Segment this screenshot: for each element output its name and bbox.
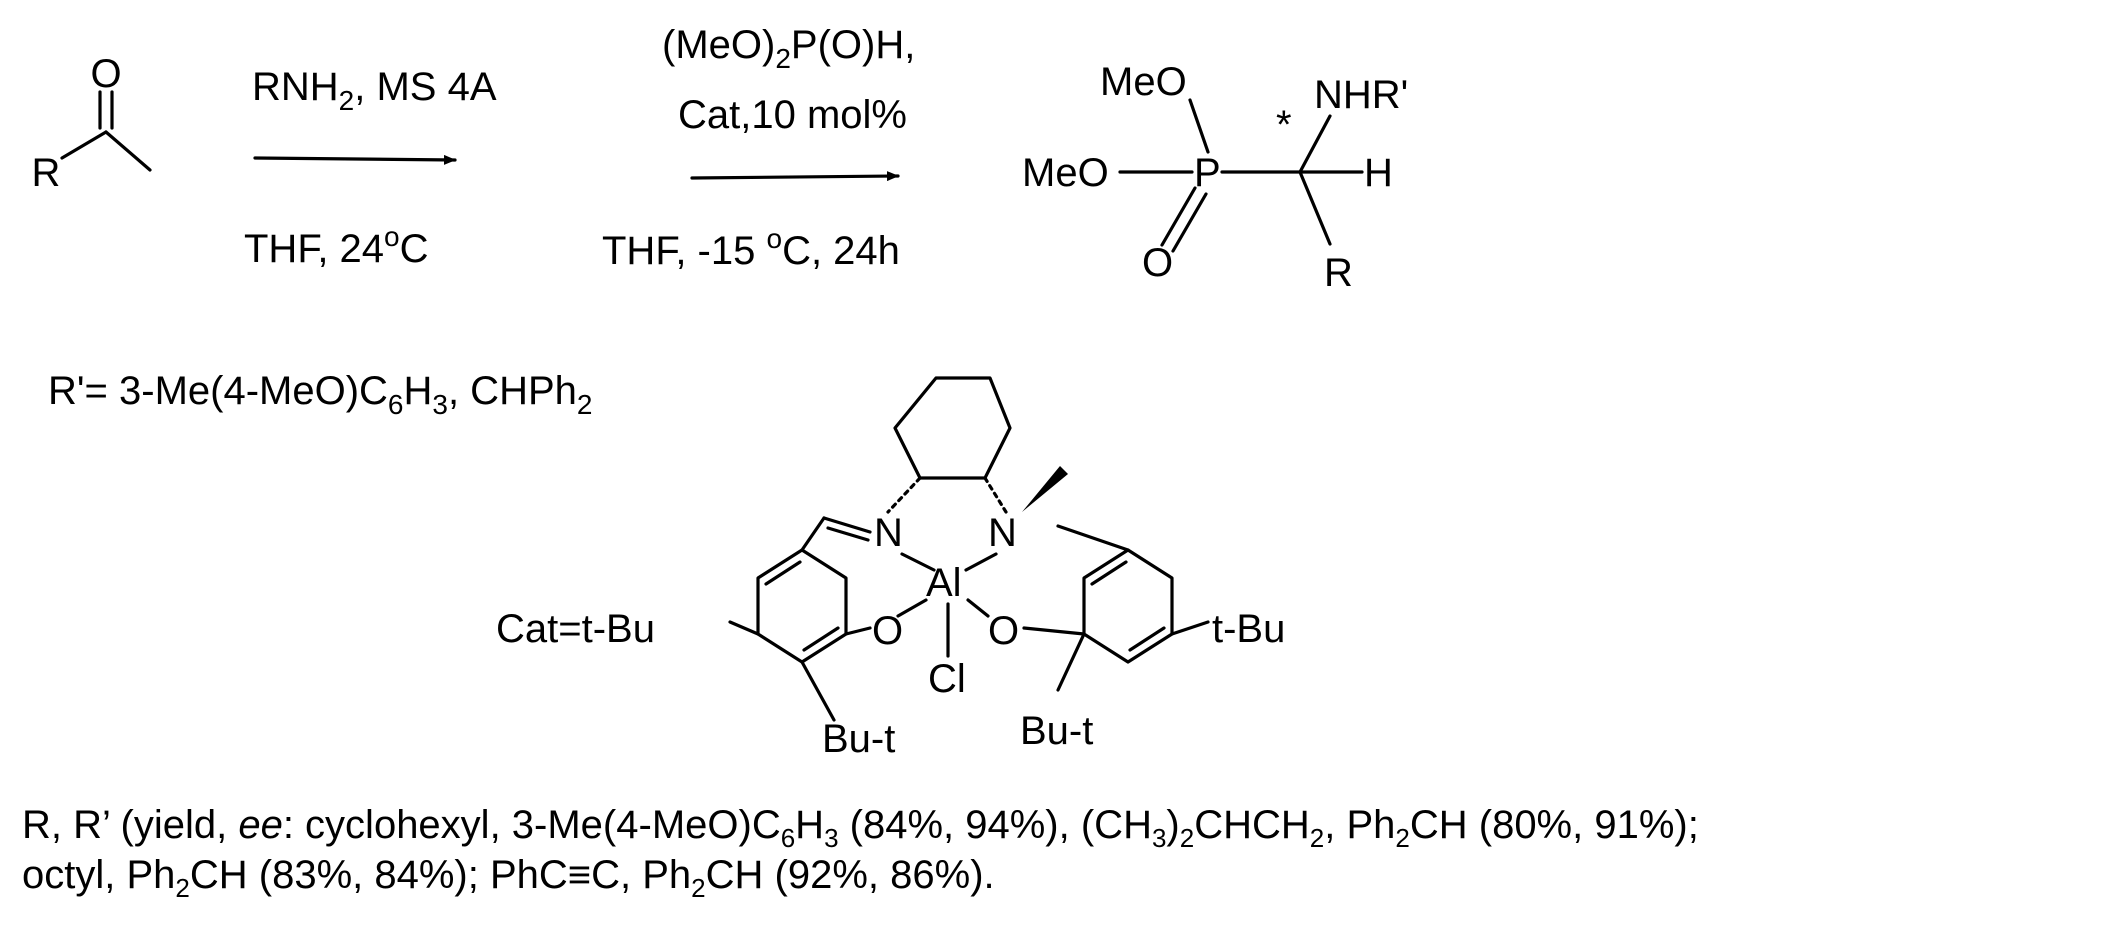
product-hydrogen: H — [1364, 151, 1393, 195]
n-al-bond — [900, 552, 936, 572]
o-al-bond — [966, 598, 990, 618]
imine-double — [826, 526, 870, 542]
step2-reagent-catalyst: Cat,10 mol% — [678, 93, 907, 137]
cyclohexane-ring — [893, 376, 1012, 480]
bond — [800, 516, 826, 552]
bond — [1056, 632, 1086, 692]
product-methoxy-top: MeO — [1100, 60, 1187, 104]
aromatic-double — [1090, 560, 1128, 586]
step1: RNH2, MS 4A THF, 24oC — [244, 65, 497, 271]
double-bond — [1160, 186, 1197, 247]
rprime-definition: R'= 3-Me(4-MeO)C6H3, CHPh2 — [48, 369, 592, 420]
catalyst-but-left: Bu-t — [822, 717, 895, 761]
double-bond — [1171, 192, 1208, 253]
aromatic-double — [764, 560, 802, 586]
catalyst-tbu-right: t-Bu — [1212, 607, 1285, 651]
product-methoxy-left: MeO — [1022, 151, 1109, 195]
stereocenter-star: * — [1276, 103, 1292, 147]
step1-reagents: RNH2, MS 4A — [252, 65, 497, 116]
bond — [1056, 524, 1130, 552]
aromatic-ring-left — [756, 548, 848, 664]
step2-conditions: THF, -15 oC, 24h — [602, 223, 900, 273]
aromatic-double — [802, 626, 840, 652]
bond — [1170, 620, 1210, 636]
product-phosphoryl-oxygen: O — [1142, 241, 1173, 285]
bond — [60, 130, 108, 160]
wedge-methyl — [1022, 466, 1068, 512]
substrate-ketone: O R — [32, 52, 152, 195]
amine-nitrogen: N — [988, 511, 1017, 555]
phenoxide-oxygen-right: O — [988, 609, 1019, 653]
aromatic-double — [1128, 626, 1166, 652]
substrate-r-group: R — [32, 151, 61, 195]
hashed-bond — [886, 476, 922, 514]
step2-arrow — [690, 171, 900, 182]
bond — [1298, 170, 1332, 246]
hashed-bond — [983, 476, 1008, 514]
step1-arrow — [253, 154, 457, 165]
product-amine: NHR' — [1314, 73, 1408, 117]
footnote-line-2: octyl, Ph2CH (83%, 84%); PhC≡C, Ph2CH (9… — [22, 853, 995, 903]
bond — [1022, 626, 1086, 636]
o-al-bond — [896, 598, 928, 618]
catalyst-but-right: Bu-t — [1020, 709, 1093, 753]
product-phosphonate: MeO MeO P O * NHR' H R — [1022, 60, 1408, 295]
bond — [1298, 114, 1332, 174]
chloride: Cl — [928, 657, 966, 701]
bond — [1188, 98, 1210, 154]
product-phosphorus: P — [1194, 151, 1221, 195]
bond — [800, 660, 836, 722]
imine-nitrogen: N — [874, 511, 903, 555]
ketone-oxygen: O — [90, 52, 121, 96]
catalyst-structure: Cat=t-Bu t-Bu Bu-t Bu-t N N Al O O Cl — [496, 376, 1285, 761]
bond — [728, 620, 760, 636]
imine-bond — [822, 516, 872, 534]
bond — [104, 130, 152, 172]
bond — [844, 626, 872, 636]
product-r-group: R — [1324, 251, 1353, 295]
step2: (MeO)2P(O)H, Cat,10 mol% THF, -15 oC, 24… — [602, 23, 915, 273]
results-footnote: R, R’ (yield, ee: cyclohexyl, 3-Me(4-MeO… — [22, 800, 2102, 903]
n-al-bond — [964, 552, 998, 572]
step1-conditions: THF, 24oC — [244, 221, 429, 271]
catalyst-label: Cat=t-Bu — [496, 607, 655, 651]
aromatic-ring-right — [1082, 548, 1174, 664]
step2-reagent-phosphite: (MeO)2P(O)H, — [662, 23, 915, 74]
footnote-line-1: R, R’ (yield, ee: cyclohexyl, 3-Me(4-MeO… — [22, 803, 1699, 853]
